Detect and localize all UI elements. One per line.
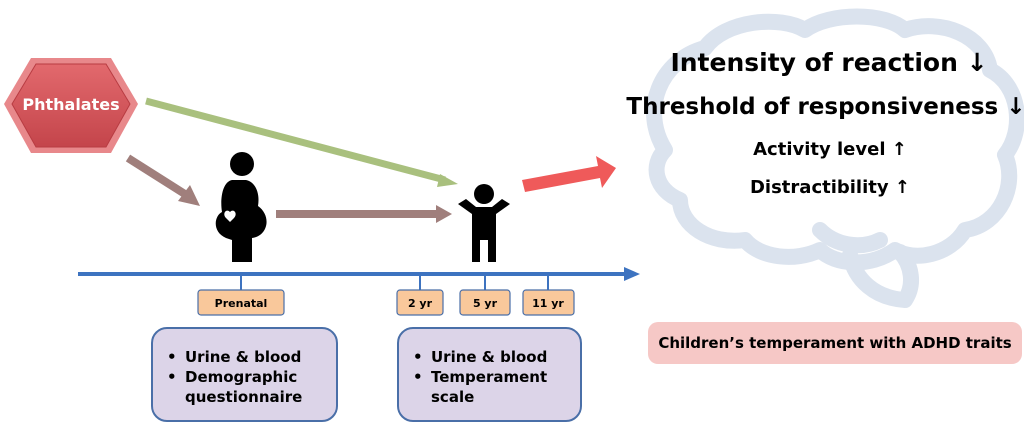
prenatal-measures-box: Urine & blood Demographic questionnaire bbox=[151, 327, 338, 422]
tag-2yr-label: 2 yr bbox=[408, 297, 433, 310]
outcome-threshold: Threshold of responsiveness ↓ bbox=[626, 94, 1024, 120]
child-measures-box: Urine & blood Temperament scale bbox=[397, 327, 582, 422]
direct-exposure-arrow bbox=[145, 97, 458, 187]
result-banner: Children’s temperament with ADHD traits bbox=[648, 322, 1022, 364]
tag-2yr: 2 yr bbox=[396, 289, 444, 316]
outcome-intensity: Intensity of reaction ↓ bbox=[670, 48, 987, 77]
tag-11yr: 11 yr bbox=[522, 289, 575, 316]
outcome-activity: Activity level ↑ bbox=[753, 139, 907, 160]
outcome-arrow bbox=[522, 156, 616, 192]
child-measure-item: Temperament scale bbox=[413, 367, 580, 407]
outcomes-list: Intensity of reaction ↓ Threshold of res… bbox=[626, 48, 1024, 198]
child-icon bbox=[458, 184, 510, 262]
prenatal-measure-item: Urine & blood bbox=[167, 347, 336, 367]
phthalates-hexagon: Phthalates bbox=[4, 58, 138, 153]
result-label: Children’s temperament with ADHD traits bbox=[658, 334, 1012, 352]
tag-5yr-label: 5 yr bbox=[473, 297, 498, 310]
mother-to-child-arrow bbox=[276, 205, 452, 223]
tag-5yr: 5 yr bbox=[459, 289, 511, 316]
outcome-distractibility: Distractibility ↑ bbox=[750, 177, 910, 198]
tag-prenatal-label: Prenatal bbox=[215, 297, 268, 310]
child-measure-item: Urine & blood bbox=[413, 347, 580, 367]
tag-prenatal: Prenatal bbox=[197, 289, 285, 316]
phthalates-label: Phthalates bbox=[22, 95, 119, 114]
brain-icon bbox=[646, 8, 1024, 308]
pregnant-woman-icon bbox=[215, 152, 267, 262]
prenatal-measure-item: Demographic questionnaire bbox=[167, 367, 336, 407]
timeline bbox=[78, 267, 640, 290]
tag-11yr-label: 11 yr bbox=[532, 297, 564, 310]
prenatal-exposure-arrow bbox=[125, 154, 200, 206]
